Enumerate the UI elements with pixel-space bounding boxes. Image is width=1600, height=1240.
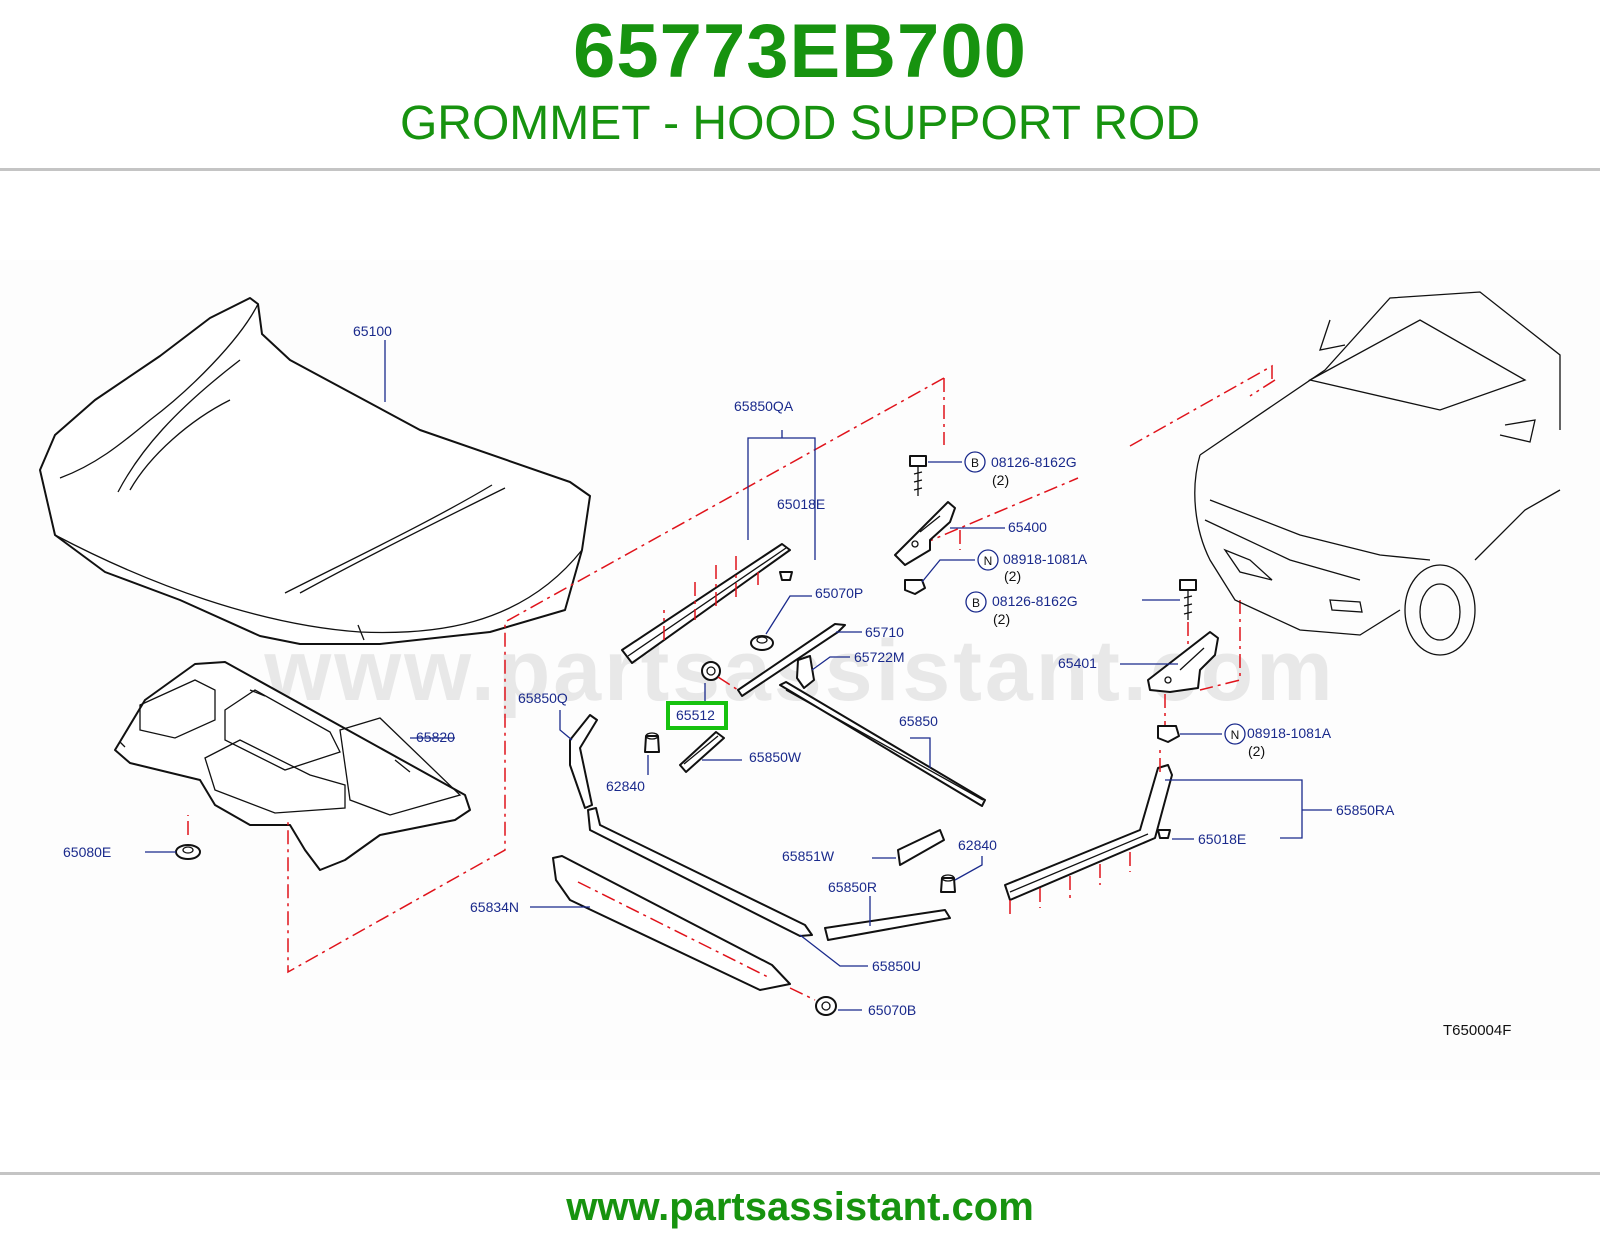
callout-nut-08918-a[interactable]: 08918-1081A [1003, 551, 1088, 567]
nut-08918-1081a-b[interactable] [1157, 725, 1180, 743]
grommet-65512[interactable] [701, 661, 721, 681]
qty-bolt-a: (2) [992, 472, 1009, 488]
callout-65018e-a[interactable]: 65018E [777, 496, 825, 512]
callout-65820[interactable]: 65820 [416, 729, 455, 745]
callout-bolt-08126-a[interactable]: 08126-8162G [991, 454, 1077, 470]
callout-65512[interactable]: 65512 [676, 707, 715, 723]
callout-65100[interactable]: 65100 [353, 323, 392, 339]
seal-65850q[interactable] [569, 714, 598, 809]
clip-65070b[interactable] [815, 996, 837, 1016]
grommet-65070p[interactable] [750, 635, 774, 651]
callout-65722m[interactable]: 65722M [854, 649, 905, 665]
bumper-rubber-62840-b[interactable] [940, 874, 956, 893]
hood-support-rod-65710[interactable] [737, 623, 846, 697]
part-number-title: 65773EB700 [573, 9, 1027, 94]
seal-65850ra[interactable] [1004, 764, 1173, 901]
hood-hinge-65400[interactable] [894, 501, 956, 566]
qty-nut-a: (2) [1004, 568, 1021, 584]
bracket-65850w[interactable] [679, 731, 725, 773]
qty-bolt-b: (2) [993, 611, 1010, 627]
parts-diagram: www.partsassistant.com 65100 65820 65080… [0, 260, 1600, 1080]
callout-65850[interactable]: 65850 [899, 713, 938, 729]
callout-65070b[interactable]: 65070B [868, 1002, 916, 1018]
callout-65400[interactable]: 65400 [1008, 519, 1047, 535]
callout-65850r[interactable]: 65850R [828, 879, 877, 895]
callout-65850q[interactable]: 65850Q [518, 690, 568, 706]
bolt-08126-8162g-b[interactable] [1179, 579, 1197, 620]
callout-65850ra[interactable]: 65850RA [1336, 802, 1395, 818]
hood-hinge-65401[interactable] [1147, 631, 1219, 693]
callout-65018e-b[interactable]: 65018E [1198, 831, 1246, 847]
seal-65850[interactable] [779, 681, 986, 807]
marker-b-1: B [971, 456, 979, 470]
callout-nut-08918-b[interactable]: 08918-1081A [1247, 725, 1332, 741]
marker-b-2: B [972, 596, 980, 610]
grille-trim-65834n[interactable] [552, 855, 791, 991]
callout-65850u[interactable]: 65850U [872, 958, 921, 974]
callout-bolt-08126-b[interactable]: 08126-8162G [992, 593, 1078, 609]
clip-65080e[interactable] [175, 844, 201, 860]
seal-65850r[interactable] [824, 909, 951, 941]
callout-62840-b[interactable]: 62840 [958, 837, 997, 853]
clip-65722m[interactable] [796, 655, 815, 689]
seal-65850u[interactable] [587, 807, 813, 937]
bracket-65851w[interactable] [897, 829, 945, 866]
bolt-08126-8162g-a[interactable] [909, 455, 927, 496]
clip-65018e-centre[interactable] [779, 571, 793, 581]
callout-65850qa[interactable]: 65850QA [734, 398, 794, 414]
callout-65851w[interactable]: 65851W [782, 848, 835, 864]
figure-code: T650004F [1443, 1022, 1511, 1039]
callout-65850w[interactable]: 65850W [749, 749, 802, 765]
callout-65070p[interactable]: 65070P [815, 585, 863, 601]
page-header: 65773EB700 GROMMET - HOOD SUPPORT ROD [0, 0, 1600, 172]
part-name-subtitle: GROMMET - HOOD SUPPORT ROD [399, 97, 1201, 150]
highlight-box-65512 [666, 701, 728, 730]
marker-n-2: N [1231, 728, 1240, 742]
qty-nut-b: (2) [1248, 743, 1265, 759]
nut-08918-1081a-a[interactable] [904, 579, 926, 595]
vehicle-outline [1194, 291, 1561, 656]
marker-n-1: N [984, 554, 993, 568]
hood-panel[interactable] [39, 297, 591, 645]
callout-65710[interactable]: 65710 [865, 624, 904, 640]
callout-65080e[interactable]: 65080E [63, 844, 111, 860]
header-divider [0, 168, 1600, 171]
callout-65834n[interactable]: 65834N [470, 899, 519, 915]
bumper-rubber-62840-a[interactable] [644, 732, 660, 753]
callout-62840-a[interactable]: 62840 [606, 778, 645, 794]
footer-website-link[interactable]: www.partsassistant.com [566, 1185, 1034, 1229]
footer-divider [0, 1172, 1600, 1175]
clip-65018e-right[interactable] [1157, 829, 1171, 839]
hood-insulator[interactable] [114, 661, 471, 871]
callout-65401[interactable]: 65401 [1058, 655, 1097, 671]
